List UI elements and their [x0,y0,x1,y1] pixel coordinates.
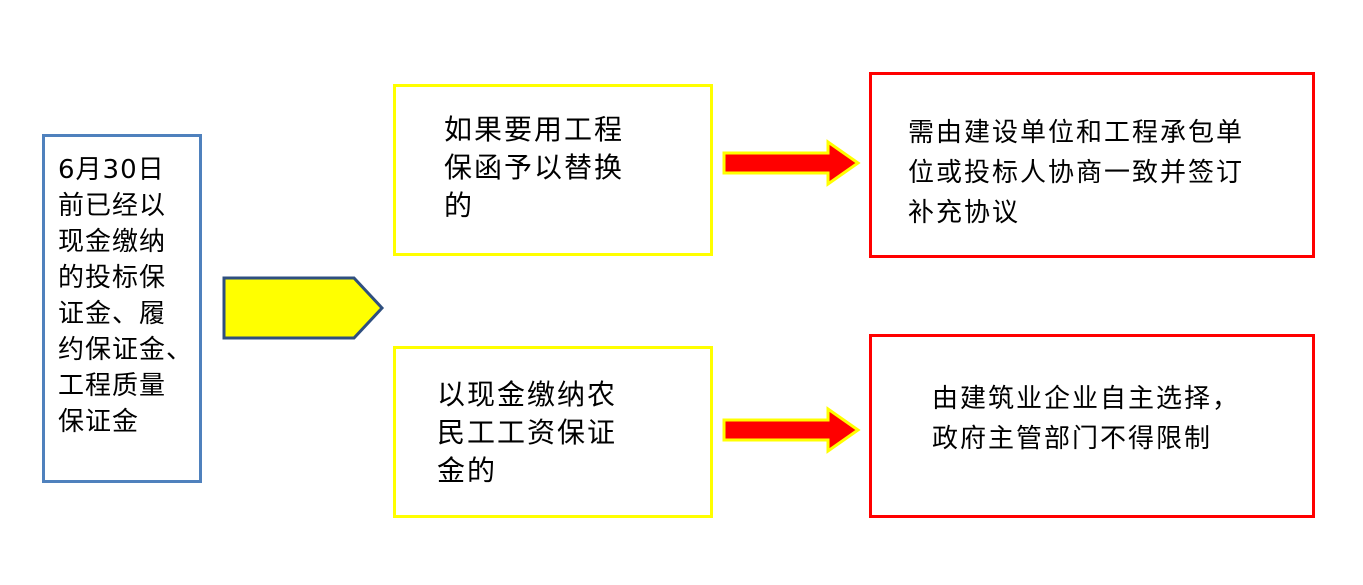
condition-box-lower [393,346,713,518]
source-text: 6月30日 前已经以 现金缴纳 的投标保 证金、履 约保证金、 工程质量 保证金 [58,155,194,437]
result-arrow-upper [722,139,861,187]
condition-text-lower: 以现金缴纳农 民工工资保证 金的 [437,378,618,487]
condition-text-upper: 如果要用工程 保函予以替换 的 [444,113,625,222]
condition-box-upper [393,84,713,256]
result-text-lower: 由建筑业企业自主选择， 政府主管部门不得限制 [932,384,1241,454]
result-box-upper [869,72,1315,258]
source-box [42,134,202,483]
result-text-upper: 需由建设单位和工程承包单 位或投标人协商一致并签订 补充协议 [908,118,1245,228]
result-arrow-lower [722,406,861,454]
result-box-lower [869,334,1315,518]
pentagon-arrow [222,276,385,340]
